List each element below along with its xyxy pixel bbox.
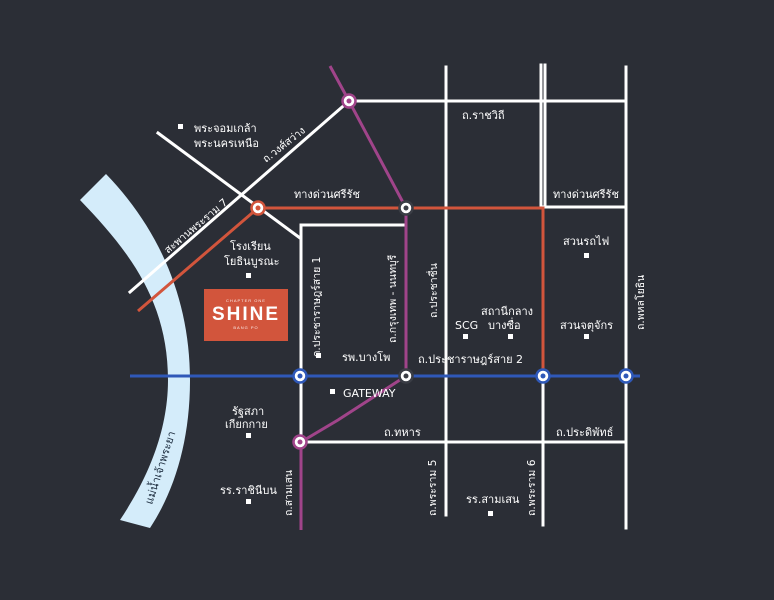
logo-name: SHINE xyxy=(211,304,281,325)
label-ratchawinit: รร.ราชินีบน xyxy=(220,484,277,497)
marker-parliament xyxy=(246,433,251,438)
marker-bangsue xyxy=(508,334,513,339)
label-yothin-2: โยธินบูรณะ xyxy=(224,254,280,268)
label-bangsue-2: บางซื่อ xyxy=(488,317,521,332)
label-pradiphat: ถ.ประดิพัทธ์ xyxy=(556,426,613,439)
landmark-markers xyxy=(178,124,589,516)
marker-ratchawinit xyxy=(246,499,251,504)
marker-bang-pho-hospital xyxy=(316,353,321,358)
marker-yothin xyxy=(246,273,251,278)
logo-bottom-line: BANG PO xyxy=(233,325,259,330)
marker-scg xyxy=(463,334,468,339)
road-wongsawang-bridge xyxy=(127,98,352,295)
label-thahan: ถ.ทหาร xyxy=(384,426,421,439)
label-sam-sen: ถ.สามเสน xyxy=(283,470,295,516)
label-parliament-2: เกียกกาย xyxy=(225,418,268,431)
label-scg: SCG xyxy=(455,319,478,332)
stations xyxy=(250,93,634,450)
label-pra-chom-klao-1: พระจอมเกล้า xyxy=(194,122,257,135)
road-network xyxy=(127,63,628,530)
label-chatuchak-park: สวนจตุจักร xyxy=(560,319,613,332)
label-pracharat-1: ถ.ประชาราษฎร์สาย 1 xyxy=(310,257,323,357)
label-samsen-school: รร.สามเสน xyxy=(466,493,520,506)
label-yothin-1: โรงเรียน xyxy=(230,239,271,253)
label-phahonyothin: ถ.พหลโยธิน xyxy=(634,275,647,330)
label-rama-5: ถ.พระราม 5 xyxy=(427,460,439,516)
label-pracha-chuen: ถ.ประชาชื่น xyxy=(426,263,440,318)
logo-top-line: CHAPTER ONE xyxy=(226,298,266,303)
label-rama-6: ถ.พระราม 6 xyxy=(526,459,538,516)
marker-rot-fai-park xyxy=(584,253,589,258)
label-bang-pho-hospital: รพ.บางโพ xyxy=(342,350,390,364)
label-pra-chom-klao-2: พระนครเหนือ xyxy=(194,137,259,150)
label-ratchawithi: ถ.ราชวิถี xyxy=(462,109,505,122)
marker-chatuchak-park xyxy=(584,334,589,339)
label-si-rat-right: ทางด่วนศรีรัช xyxy=(553,188,619,201)
label-parliament-1: รัฐสภา xyxy=(232,405,264,418)
marker-gateway xyxy=(330,389,335,394)
station-centers xyxy=(255,98,629,445)
label-bangsue-1: สถานีกลาง xyxy=(481,305,533,318)
label-krung-thep-nonthaburi: ถ.กรุงเทพ - นนทบุรี xyxy=(386,254,399,343)
label-pracharat-2: ถ.ประชาราษฎร์สาย 2 xyxy=(418,353,523,366)
label-bridge: สะพานพระราม 7 xyxy=(162,196,230,256)
marker-pra-chom-klao xyxy=(178,124,183,129)
label-gateway: GATEWAY xyxy=(343,387,396,400)
marker-samsen-school xyxy=(488,511,493,516)
label-si-rat-top: ทางด่วนศรีรัช xyxy=(294,188,360,201)
road-ngamwongwan-branch xyxy=(155,130,303,241)
label-rot-fai-park: สวนรถไฟ xyxy=(563,235,609,248)
project-logo: CHAPTER ONE SHINE BANG PO xyxy=(204,289,288,341)
chao-phraya-river xyxy=(80,174,190,528)
